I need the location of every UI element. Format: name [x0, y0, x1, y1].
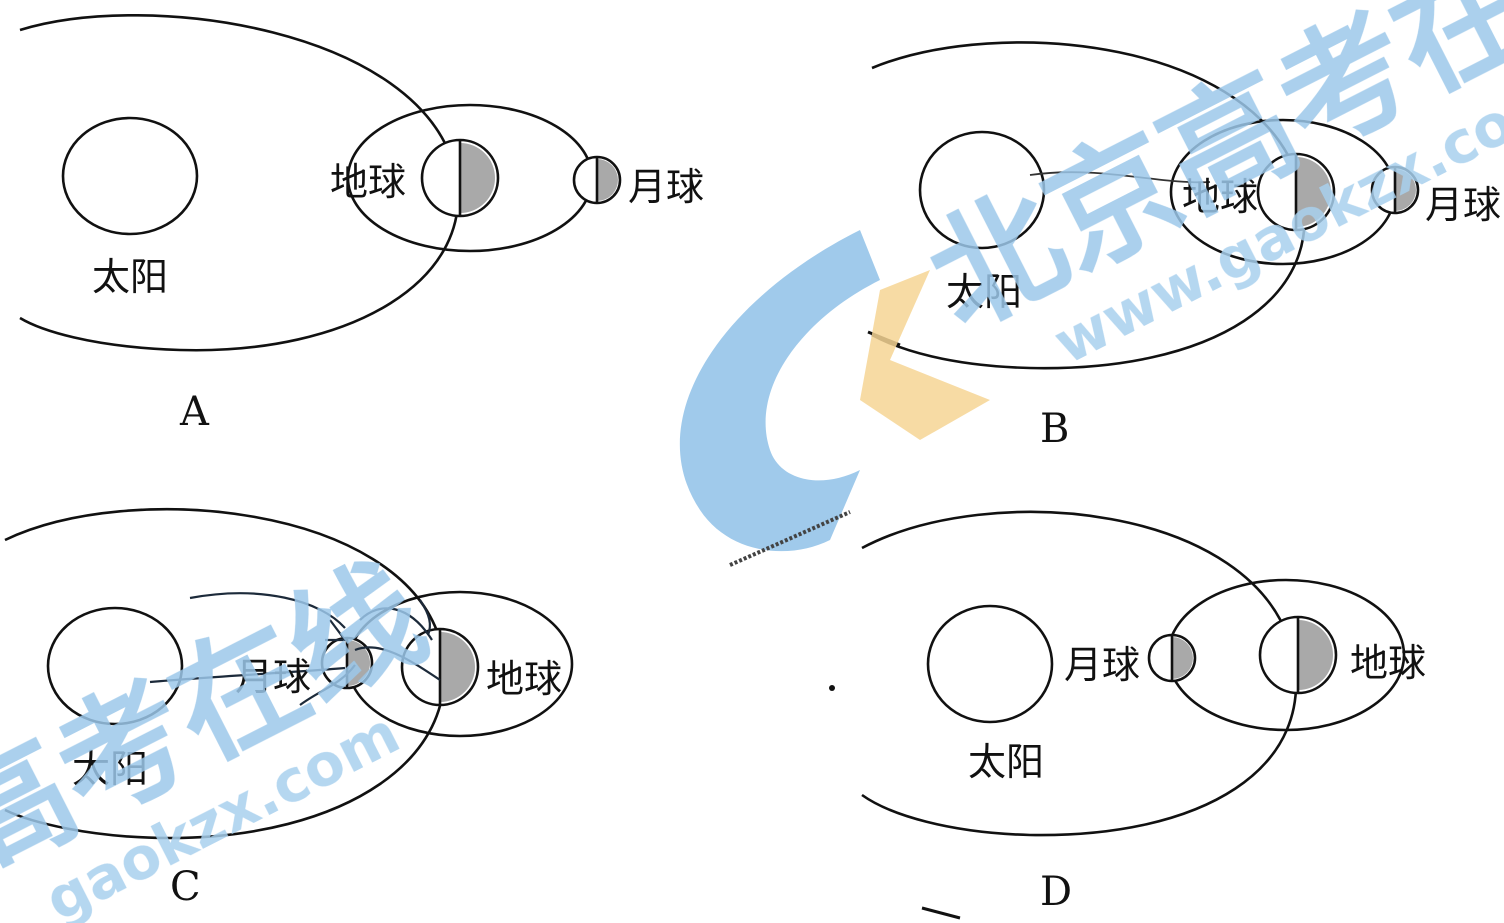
- pen-scribbles-c: [149, 592, 441, 706]
- panel-label-d: D: [1040, 869, 1072, 915]
- earth-label-b: 地球: [1182, 175, 1258, 219]
- earth-orbit-b: [871, 41, 1306, 370]
- panel-c: 太阳 月球 地球 C: [4, 507, 574, 910]
- sun-d: [926, 604, 1054, 724]
- sun-label-c: 太阳: [72, 747, 148, 791]
- earth-d: [1258, 615, 1338, 695]
- earth-label-c: 地球: [486, 657, 562, 701]
- earth-orbit-c: [4, 507, 446, 840]
- pen-mark-b: [1029, 171, 1211, 184]
- earth-label-d: 地球: [1350, 641, 1426, 685]
- sun-b: [918, 130, 1046, 250]
- sun-c: [46, 606, 184, 726]
- sun-a: [61, 116, 199, 236]
- sun-label-a: 太阳: [92, 255, 168, 299]
- panel-b: 太阳 地球 月球 B: [867, 41, 1501, 452]
- panel-a: 太阳 地球 月球 A: [19, 14, 704, 435]
- watermark-stamp-line: [729, 510, 851, 567]
- sun-label-b: 太阳: [946, 270, 1022, 314]
- moon-label-a: 月球: [628, 165, 704, 209]
- earth-orbit-d: [861, 510, 1298, 837]
- panel-d: 太阳 月球 地球 D: [829, 510, 1426, 920]
- watermark-top-group: 北京高考在线 www.gaokzx.com: [905, 0, 1504, 377]
- earth-label-a: 地球: [330, 160, 406, 204]
- moon-label-c: 月球: [235, 655, 311, 699]
- moon-b: [1370, 165, 1420, 215]
- earth-orbit-a: [19, 14, 460, 352]
- panel-label-a: A: [179, 389, 210, 435]
- ink-dot-d: [829, 685, 835, 691]
- moon-d: [1147, 633, 1197, 683]
- watermark-logo: [679, 230, 990, 552]
- sun-label-d: 太阳: [968, 740, 1044, 784]
- panel-label-b: B: [1040, 406, 1069, 452]
- earth-b: [1256, 152, 1336, 232]
- earth-a: [420, 138, 500, 218]
- moon-label-d: 月球: [1064, 643, 1140, 687]
- earth-c: [400, 627, 480, 707]
- panel-label-c: C: [170, 864, 201, 910]
- moon-c: [320, 636, 374, 690]
- pen-mark-d: [921, 906, 961, 920]
- moon-label-b: 月球: [1425, 183, 1501, 227]
- moon-a: [572, 155, 622, 205]
